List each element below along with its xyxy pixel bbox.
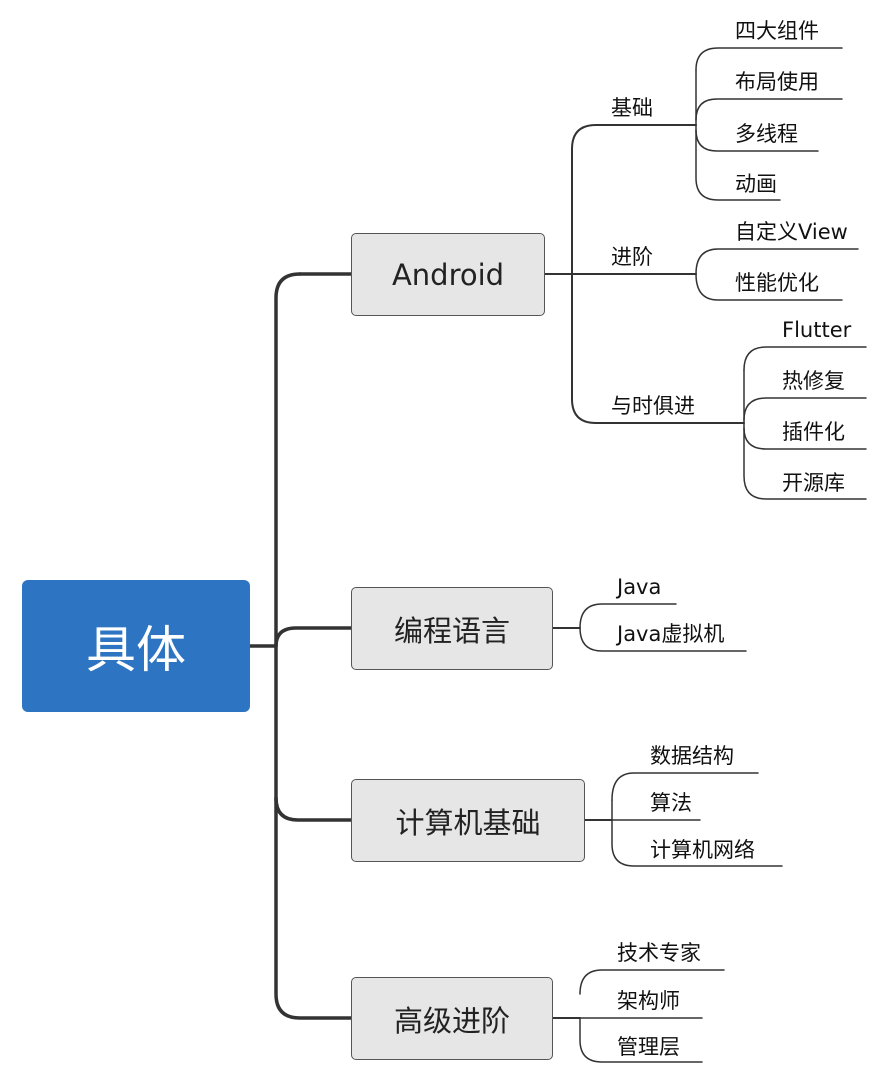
- leaf-custom-view[interactable]: 自定义View: [735, 220, 848, 244]
- leaf-networking[interactable]: 计算机网络: [650, 838, 755, 862]
- leaf-multithreading[interactable]: 多线程: [735, 122, 798, 146]
- leaf-layout-usage[interactable]: 布局使用: [735, 70, 819, 94]
- group-basics[interactable]: 基础: [611, 96, 653, 120]
- leaf-open-source[interactable]: 开源库: [782, 471, 845, 495]
- leaf-management[interactable]: 管理层: [617, 1035, 680, 1059]
- root-label: 具体: [86, 621, 186, 679]
- leaf-tech-expert[interactable]: 技术专家: [617, 941, 701, 965]
- leaf-data-structures[interactable]: 数据结构: [650, 744, 734, 768]
- node-cs-fundamentals[interactable]: 计算机基础: [351, 779, 585, 862]
- root-node[interactable]: 具体: [22, 580, 250, 712]
- node-android-label: Android: [391, 257, 505, 292]
- leaf-animation[interactable]: 动画: [735, 172, 777, 196]
- leaf-four-components[interactable]: 四大组件: [735, 19, 819, 43]
- leaf-java[interactable]: Java: [617, 575, 662, 599]
- leaf-flutter[interactable]: Flutter: [782, 318, 852, 342]
- node-cs-fundamentals-label: 计算机基础: [395, 805, 541, 840]
- leaf-plugin[interactable]: 插件化: [782, 420, 845, 444]
- node-advanced[interactable]: 高级进阶: [351, 977, 553, 1060]
- node-android[interactable]: Android: [351, 233, 545, 316]
- group-keep-up[interactable]: 与时俱进: [611, 394, 695, 418]
- node-programming-language[interactable]: 编程语言: [351, 587, 553, 670]
- node-advanced-label: 高级进阶: [393, 1003, 510, 1038]
- leaf-performance[interactable]: 性能优化: [735, 271, 819, 295]
- leaf-architect[interactable]: 架构师: [617, 989, 680, 1013]
- leaf-hotfix[interactable]: 热修复: [782, 369, 845, 393]
- leaf-jvm[interactable]: Java虚拟机: [617, 622, 725, 646]
- group-intermediate[interactable]: 进阶: [611, 245, 653, 269]
- leaf-algorithms[interactable]: 算法: [650, 791, 692, 815]
- node-programming-language-label: 编程语言: [393, 613, 510, 648]
